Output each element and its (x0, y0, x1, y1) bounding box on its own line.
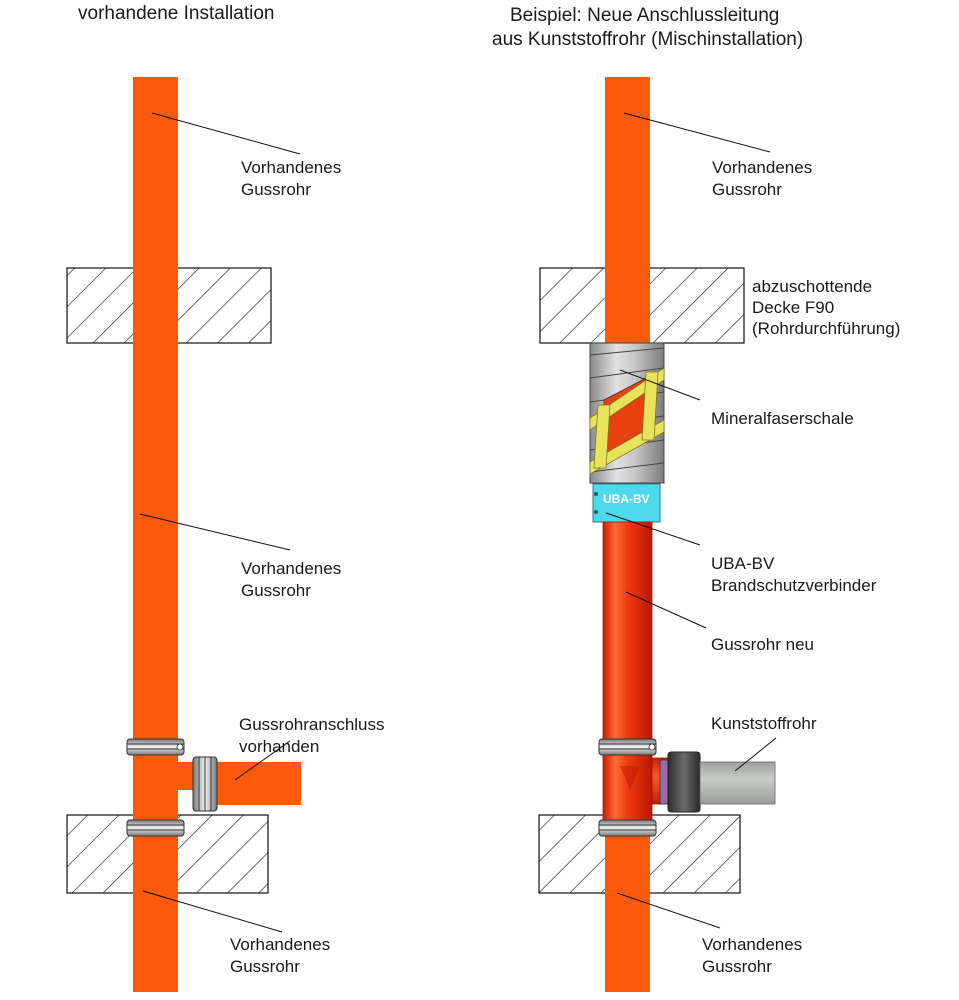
left-leader-mid (139, 513, 291, 551)
left-branch-coupling (192, 756, 218, 812)
right-label-plastic-pipe: Kunststoffrohr (711, 714, 817, 733)
right-pipe-coupling-upper (598, 738, 657, 756)
right-mineral-fibre-shell (589, 342, 665, 484)
left-pipe-coupling-upper (126, 738, 185, 756)
right-plastic-pipe (699, 761, 776, 805)
right-leader-bottom (616, 892, 721, 929)
left-cast-iron-pipe (133, 77, 178, 992)
right-title-line-1: Beispiel: Neue Anschlussleitung (510, 5, 779, 26)
left-label-bottom: Vorhandenes Gussrohr (230, 935, 335, 976)
right-cast-iron-pipe-bottom (605, 822, 650, 992)
left-label-mid: Vorhandenes Gussrohr (241, 559, 346, 600)
right-leader-new-pipe (625, 591, 707, 629)
right-diagram: UBA-BV (538, 77, 900, 992)
left-diagram: Vorhandenes Gussrohr Vorhandenes Gussroh… (66, 77, 389, 992)
right-label-top: Vorhandenes Gussrohr (712, 158, 817, 199)
right-cast-iron-pipe-top (605, 77, 650, 377)
left-leader-bottom (142, 890, 283, 933)
right-label-connector: UBA-BV Brandschutzverbinder (711, 554, 877, 595)
right-leader-connector (605, 512, 701, 546)
right-label-new-pipe: Gussrohr neu (711, 635, 814, 654)
right-uba-bv-connector: UBA-BV (592, 483, 661, 523)
left-label-top: Vorhandenes Gussrohr (241, 158, 346, 199)
right-leader-insulation (619, 369, 701, 401)
left-label-connection: Gussrohranschluss vorhanden (239, 715, 389, 756)
right-leader-top (623, 112, 771, 153)
right-plastic-coupling (667, 751, 701, 813)
right-seal-ring (659, 759, 669, 805)
right-title-line-2: aus Kunststoffrohr (Mischinstallation) (492, 29, 803, 50)
uba-bv-tag: UBA-BV (603, 492, 650, 506)
right-pipe-coupling-lower (598, 819, 657, 837)
left-title: vorhandene Installation (78, 3, 274, 24)
right-label-insulation: Mineralfaserschale (711, 409, 854, 428)
left-leader-top (151, 112, 301, 155)
right-label-bottom: Vorhandenes Gussrohr (702, 935, 807, 976)
right-label-ceiling: abzuschottende Decke F90 (Rohrdurchführu… (752, 277, 900, 338)
right-leader-plastic (734, 737, 777, 772)
left-pipe-coupling-lower (126, 819, 185, 837)
left-leader-connection (234, 740, 291, 781)
